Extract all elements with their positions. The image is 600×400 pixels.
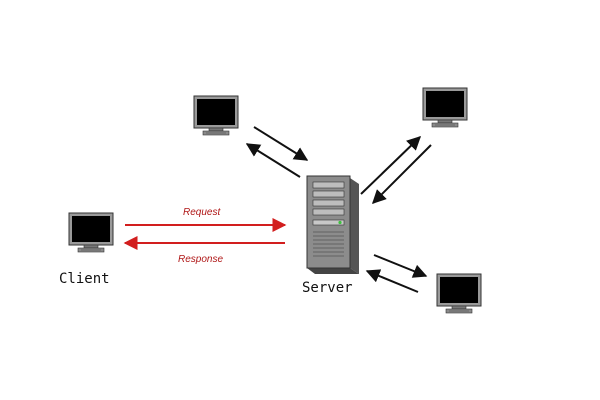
top-to-server-arrow	[253, 126, 309, 161]
bottom-right-monitor-icon	[436, 273, 482, 314]
bottom-right-to-server-arrow	[365, 269, 419, 293]
server-to-bottom-right-arrow	[373, 254, 428, 278]
server-to-top-right-arrow	[360, 136, 422, 195]
top-right-to-server-arrow	[372, 144, 432, 204]
top-right-monitor-icon	[422, 87, 468, 128]
response-label: Response	[178, 254, 223, 265]
request-label: Request	[183, 207, 221, 218]
server-label: Server	[302, 280, 353, 296]
top-monitor-icon	[193, 95, 239, 136]
client-monitor-icon	[68, 212, 114, 253]
server-tower-icon	[306, 175, 359, 274]
client-label: Client	[59, 271, 110, 287]
server-to-top-arrow	[245, 143, 301, 178]
